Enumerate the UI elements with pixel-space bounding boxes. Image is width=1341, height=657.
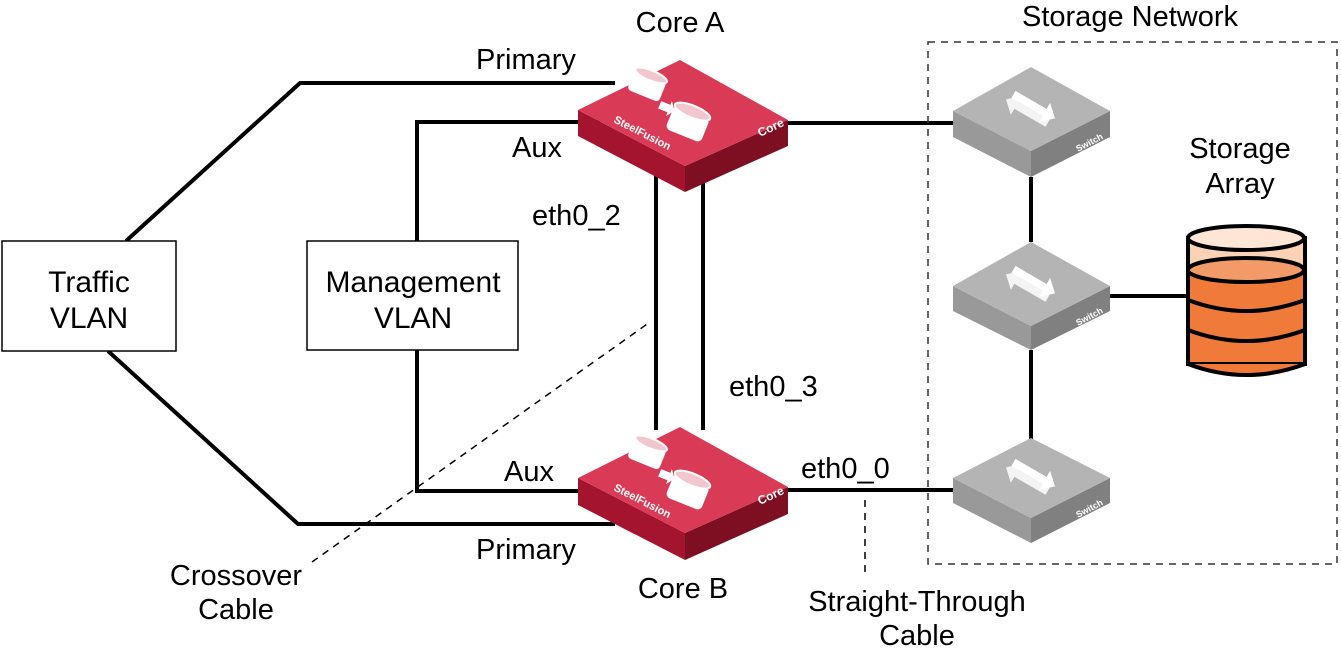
switch-3: Switch [953, 438, 1110, 543]
storage-array-label-line2: Array [1205, 168, 1275, 200]
switch-arrows-icon [1005, 265, 1056, 302]
dashed-callouts [311, 321, 866, 575]
switch-1: Switch [953, 67, 1110, 177]
link-traffic-primary-a [124, 81, 615, 243]
core-b-right-face [685, 487, 788, 560]
core-a-right-face [685, 120, 788, 192]
traffic-vlan: Traffic VLAN [1, 240, 177, 352]
switch-2: Switch [953, 242, 1110, 350]
link-mgmt-aux-a [415, 120, 600, 241]
primary-b-label: Primary [476, 534, 576, 566]
traffic-vlan-label-line1: Traffic [48, 266, 130, 299]
crossover-cable-label-line2: Cable [198, 594, 274, 626]
connections [106, 81, 1188, 526]
replication-icon [628, 66, 712, 142]
management-vlan-label-line1: Management [325, 266, 501, 299]
management-vlan: Management VLAN [306, 240, 519, 351]
replication-icon [628, 434, 712, 510]
eth0-3-label: eth0_3 [729, 371, 818, 403]
core-b-left-face [578, 478, 685, 560]
traffic-vlan-box [1, 240, 177, 352]
traffic-vlan-label-line2: VLAN [50, 302, 128, 335]
link-mgmt-aux-b [415, 350, 600, 493]
storage-network-title: Storage Network [1022, 1, 1238, 33]
straight-through-cable-label-line2: Cable [879, 620, 955, 652]
management-vlan-box [306, 240, 519, 351]
core-b-device: SteelFusion Core [578, 427, 788, 560]
crossover-callout-line [311, 321, 651, 563]
core-b-title: Core B [638, 573, 728, 605]
aux-a-label: Aux [512, 132, 562, 164]
switch-arrows-icon [1005, 458, 1056, 495]
aux-b-label: Aux [504, 456, 554, 488]
straight-through-cable-label-line1: Straight-Through [808, 586, 1026, 618]
core-a-left-face [578, 110, 685, 192]
switch-arrows-icon [1005, 90, 1056, 127]
core-a-title: Core A [636, 7, 725, 39]
management-vlan-label-line2: VLAN [374, 302, 452, 335]
storage-array-label-line1: Storage [1189, 133, 1291, 165]
core-a-device: SteelFusion Core [578, 60, 788, 192]
eth0-0-label: eth0_0 [801, 453, 890, 485]
storage-network-box [927, 41, 1338, 565]
crossover-cable-label-line1: Crossover [170, 560, 302, 592]
eth0-2-label: eth0_2 [532, 200, 621, 232]
primary-a-label: Primary [476, 44, 576, 76]
database-icon [1186, 224, 1307, 377]
link-traffic-primary-b [106, 349, 615, 526]
